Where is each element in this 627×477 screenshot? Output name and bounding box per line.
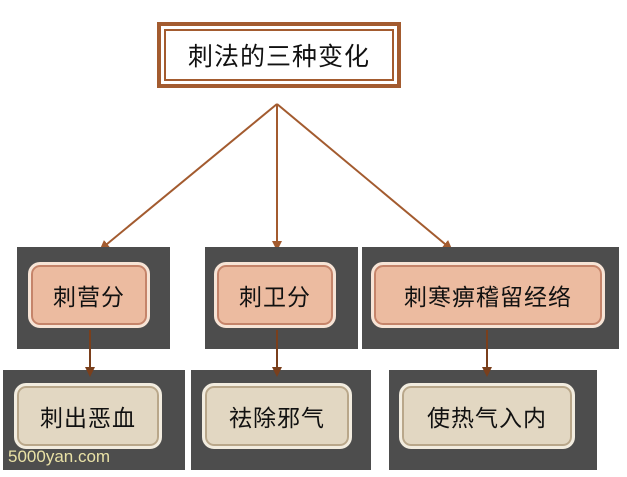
child-label-3: 使热气入内 [427,406,547,432]
child-node-2: 祛除邪气 [202,383,352,449]
watermark-text: 5000yan.com [8,447,111,466]
branch-label-1: 刺营分 [53,285,125,311]
arrow-root-to-branch-1 [99,103,278,251]
root-title: 刺法的三种变化 [187,42,370,71]
root-node: 刺法的三种变化 [157,22,401,88]
branch-label-3: 刺寒痹稽留经络 [404,285,572,311]
branch-node-3: 刺寒痹稽留经络 [371,262,605,328]
child-label-2: 祛除邪气 [229,406,325,432]
child-node-1: 刺出恶血 [14,383,162,449]
arrow-root-to-branch-3 [276,103,453,251]
child-label-1: 刺出恶血 [40,406,136,432]
branch-label-2: 刺卫分 [239,285,311,311]
child-node-3: 使热气入内 [399,383,575,449]
branch-node-1: 刺营分 [28,262,150,328]
branch-node-2: 刺卫分 [214,262,336,328]
